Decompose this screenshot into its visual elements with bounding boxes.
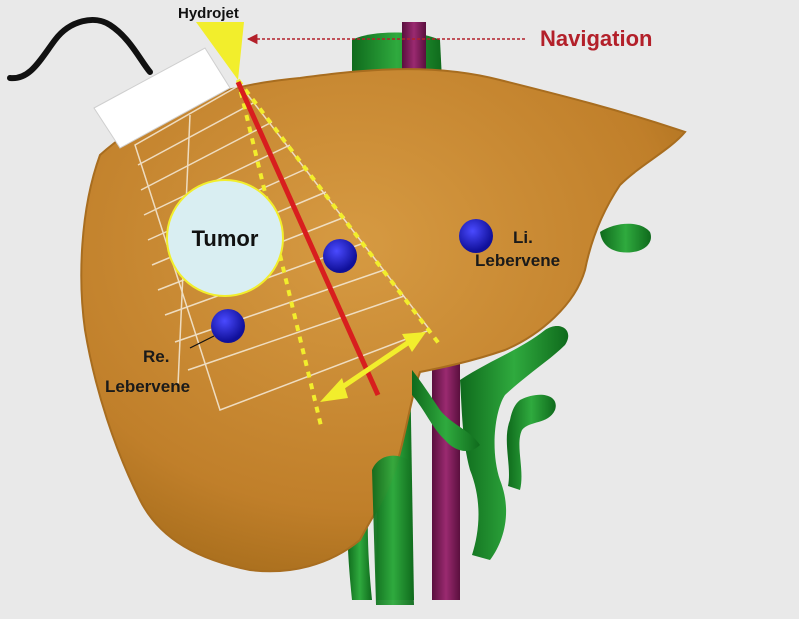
grid-line xyxy=(187,295,405,371)
double-arrow-head-right xyxy=(402,332,426,352)
right-vein-pointer xyxy=(189,335,215,349)
guide-lines xyxy=(236,78,442,431)
navigation-label: Navigation xyxy=(540,26,652,51)
vena-cava-front xyxy=(372,455,414,605)
tumor-label: Tumor xyxy=(192,226,259,251)
vessel-branch-right xyxy=(460,325,569,560)
double-arrow-head-left xyxy=(320,378,348,402)
left-vein-dot xyxy=(459,219,493,253)
left-vein-label-2: Lebervene xyxy=(475,251,560,270)
left-vein-label-1: Li. xyxy=(513,228,533,247)
middle-vein-dot xyxy=(323,239,357,273)
aorta-lower xyxy=(432,340,460,600)
guide-line-right xyxy=(236,78,442,347)
grid-line xyxy=(174,269,385,343)
cut-line xyxy=(235,80,381,397)
portal-vein-front xyxy=(412,370,480,452)
grid-line xyxy=(137,101,256,166)
right-vein-label-2: Lebervene xyxy=(105,377,190,396)
right-vein-dot xyxy=(211,309,245,343)
double-arrow-shaft xyxy=(333,337,414,395)
vessel-left-vein-exit xyxy=(600,223,651,253)
right-vein-label-1: Re. xyxy=(143,347,169,366)
tumor-circle xyxy=(166,179,284,297)
hydrojet-label: Hydrojet xyxy=(178,5,239,22)
double-arrow xyxy=(320,332,426,402)
grid-line xyxy=(140,121,273,191)
hydrojet-cable xyxy=(7,17,153,82)
hydrojet-instrument xyxy=(7,17,244,149)
vessel-branch-portal xyxy=(506,394,556,490)
hydrojet-handpiece xyxy=(93,47,231,149)
vessels-front xyxy=(372,370,480,605)
hydrojet-tip xyxy=(196,22,244,80)
